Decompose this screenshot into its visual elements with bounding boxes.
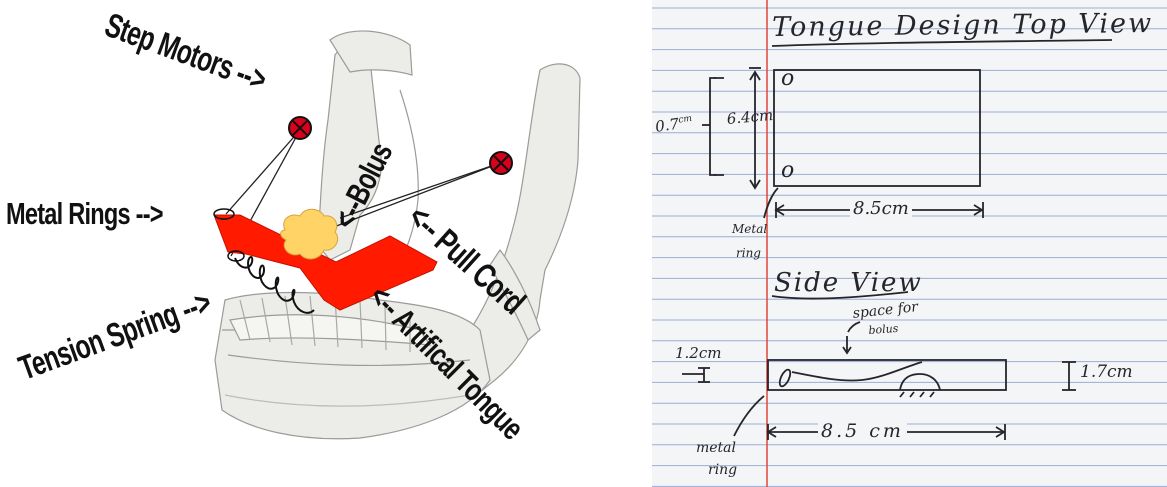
- jaw-illustration: [0, 0, 640, 487]
- ruled-paper: [652, 0, 1167, 487]
- top-metal-ring-label-1: Metal: [732, 222, 767, 236]
- dim-0-7-unit: cm: [678, 114, 693, 126]
- space-for-label-2: bolus: [868, 322, 899, 337]
- notebook-title: Tongue Design Top View: [772, 8, 1153, 43]
- metal-rings-label: Metal Rings -->: [6, 196, 163, 232]
- dim-8-5-side: 8.5 cm: [818, 420, 907, 442]
- ring-mark-bottom: o: [781, 158, 794, 183]
- notebook-sketch-panel: Tongue Design Top View 0.7cm 6.4cm o o 8…: [652, 0, 1167, 487]
- step-motor-right-icon: [490, 152, 512, 174]
- side-metal-ring-label-1: metal: [696, 440, 736, 456]
- top-metal-ring-label-2: ring: [736, 246, 761, 260]
- jaw-diagram-panel: Step Motors --> <--Bolus Metal Rings -->…: [0, 0, 640, 487]
- dim-0-7-value: 0.7: [654, 115, 680, 136]
- dim-1-2: 1.2cm: [675, 344, 721, 362]
- ring-mark-top: o: [781, 66, 794, 91]
- top-view-drawing: [702, 40, 1112, 218]
- side-view-title: Side View: [774, 268, 923, 298]
- dim-1-7: 1.7cm: [1080, 362, 1133, 382]
- dim-8-5-top: 8.5cm: [850, 198, 912, 219]
- step-motor-left-icon: [289, 117, 311, 139]
- side-metal-ring-label-2: ring: [708, 462, 737, 478]
